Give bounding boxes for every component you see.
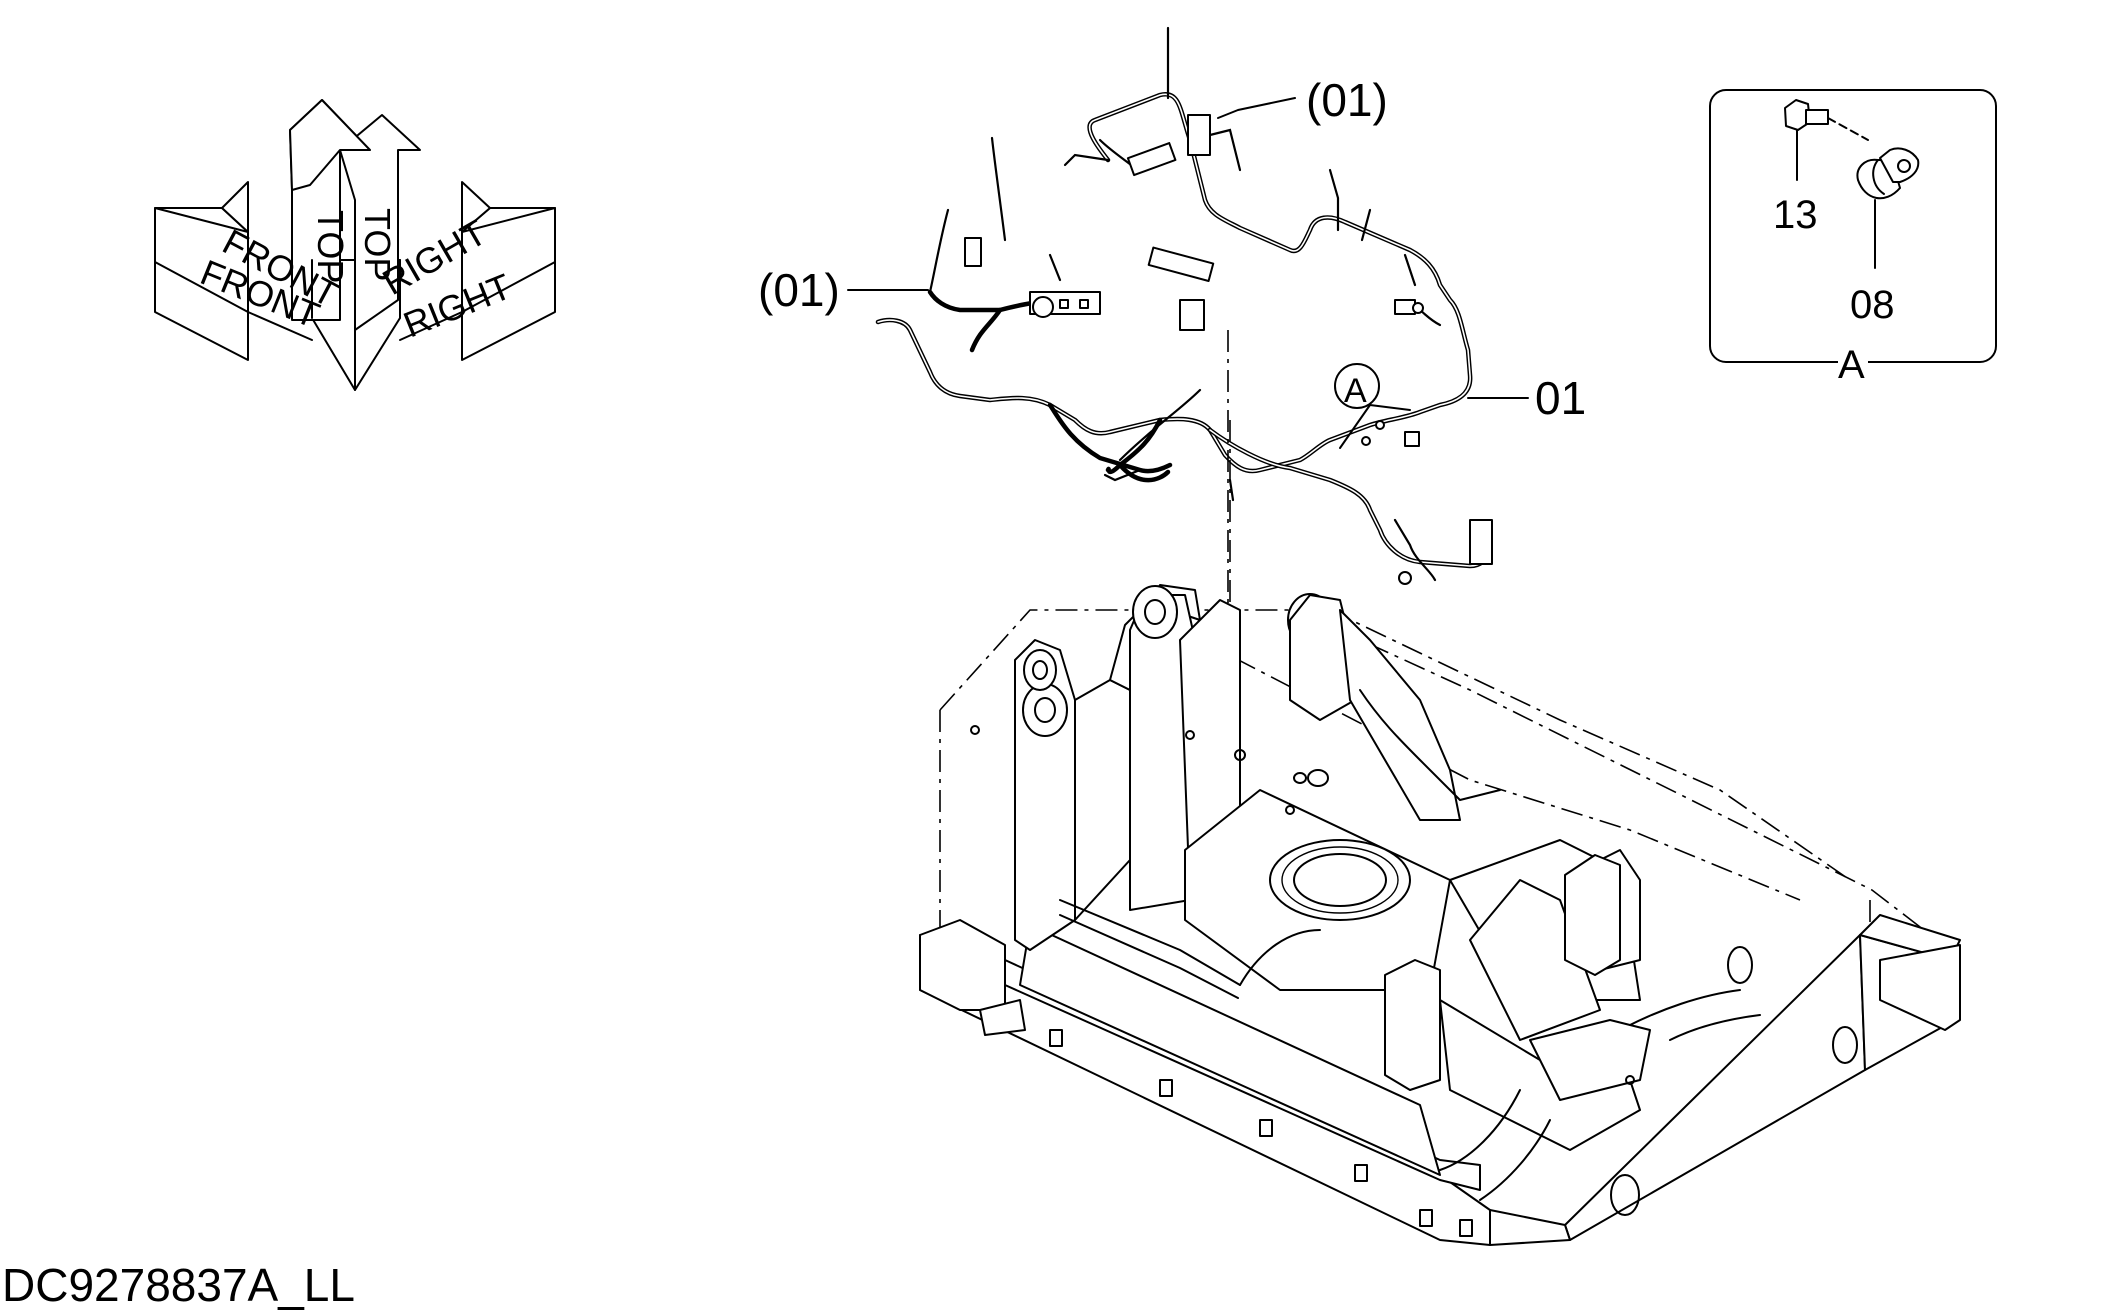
bolt-icon xyxy=(1784,99,1869,141)
detail-a-title: A xyxy=(1838,343,1865,387)
orientation-indicator: FRONT FRONT TOP TOP RIGHT RIGHT xyxy=(154,99,556,391)
detail-bolt-number: 13 xyxy=(1773,193,1818,237)
upper-frame xyxy=(919,330,1961,1246)
detail-balloon-label: A xyxy=(1344,372,1367,410)
document-id: DC9278837A_LL xyxy=(2,1259,355,1311)
callout-harness-main: 01 xyxy=(1535,372,1586,424)
callout-harness-left: (01) xyxy=(758,264,840,316)
wire-harness xyxy=(875,26,1493,585)
orient-label-top-2: TOP xyxy=(357,208,398,281)
detail-a-panel: A 13 08 xyxy=(1709,89,1997,387)
callouts: (01) (01) 01 A xyxy=(758,74,1586,449)
detail-clamp-number: 08 xyxy=(1850,283,1895,327)
clamp-icon xyxy=(1856,147,1920,200)
orient-label-top-1: TOP xyxy=(310,210,351,283)
detail-balloon xyxy=(1334,363,1380,409)
callout-harness-upper: (01) xyxy=(1306,74,1388,126)
